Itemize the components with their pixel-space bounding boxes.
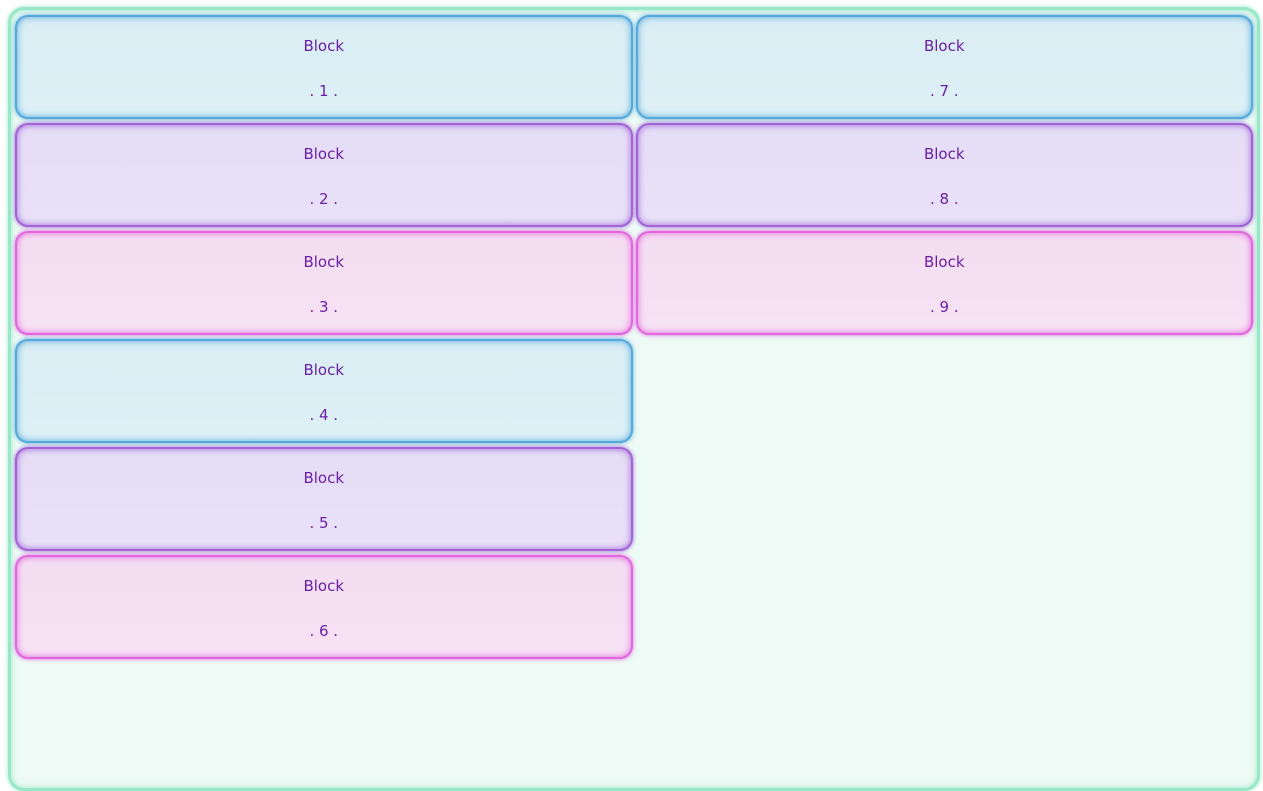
block-title: Block — [923, 145, 965, 163]
block-number: . 5 . — [309, 514, 339, 532]
block-number: . 6 . — [309, 622, 339, 640]
block-number: . 4 . — [309, 406, 339, 424]
block-title: Block — [303, 361, 345, 379]
block: Block . 5 . — [15, 447, 633, 551]
block: Block . 9 . — [635, 231, 1253, 335]
block: Block . 3 . — [15, 231, 633, 335]
block: Block . 7 . — [635, 15, 1253, 119]
block: Block . 8 . — [635, 123, 1253, 227]
block-number: . 1 . — [309, 82, 339, 100]
block-title: Block — [303, 577, 345, 595]
block-number: . 3 . — [309, 298, 339, 316]
block-title: Block — [303, 469, 345, 487]
block-title: Block — [923, 37, 965, 55]
column-left: Block . 1 . Block . 2 . Block . 3 . Block . 4 .… — [14, 13, 634, 661]
block: Block . 6 . — [15, 555, 633, 659]
columns-wrapper: Block . 1 . Block . 2 . Block . 3 . Block . 4 .… — [14, 13, 1254, 661]
blocks-container: Block . 1 . Block . 2 . Block . 3 . Block . 4 .… — [8, 7, 1260, 791]
block-number: . 2 . — [309, 190, 339, 208]
block-title: Block — [303, 37, 345, 55]
block-title: Block — [923, 253, 965, 271]
column-right: Block . 7 . Block . 8 . Block . 9 . — [635, 13, 1255, 337]
block: Block . 1 . — [15, 15, 633, 119]
block-title: Block — [303, 253, 345, 271]
block: Block . 4 . — [15, 339, 633, 443]
block: Block . 2 . — [15, 123, 633, 227]
block-title: Block — [303, 145, 345, 163]
block-number: . 7 . — [929, 82, 959, 100]
block-number: . 9 . — [929, 298, 959, 316]
block-number: . 8 . — [929, 190, 959, 208]
